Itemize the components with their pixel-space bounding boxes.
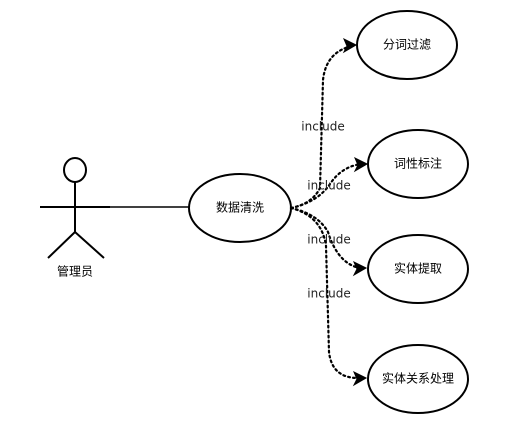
include-edge-2-line [289,162,364,210]
usecase-word-filtering-label: 分词过滤 [383,38,431,52]
usecase-pos-tagging-ellipse [367,129,469,199]
include-edge-2: include [289,156,369,210]
usecase-entity-extraction-label: 实体提取 [394,261,442,276]
include-edge-4-label: include [307,287,350,301]
include-edge-3-arrowhead [352,260,368,277]
usecase-data-cleaning: 数据清洗 [188,173,292,243]
actor-left-leg [47,231,76,259]
include-edge-4-arrowhead [352,370,368,387]
usecase-pos-tagging-label: 词性标注 [394,156,442,171]
actor-head [63,157,87,183]
usecase-entity-extraction-ellipse [367,234,469,304]
include-edge-4-line [289,206,360,380]
usecase-entity-relation: 实体关系处理 [367,344,469,414]
usecase-entity-relation-ellipse [367,344,469,414]
actor-label: 管理员 [57,264,93,279]
include-edge-1-arrowhead [342,37,358,54]
include-edge-2-arrowhead [353,156,369,173]
actor-right-leg [74,231,105,259]
include-edge-3-label: include [307,233,350,247]
usecase-data-cleaning-label: 数据清洗 [216,200,264,215]
usecase-entity-relation-label: 实体关系处理 [382,371,454,386]
usecase-entity-extraction: 实体提取 [367,234,469,304]
include-edge-4: include [289,206,368,387]
usecase-word-filtering-ellipse [356,10,458,80]
include-edge-3: include [289,206,368,277]
usecase-pos-tagging: 词性标注 [367,129,469,199]
include-edge-2-label: include [307,179,350,193]
actor-admin: 管理员 [40,157,110,279]
include-edge-1-label: include [301,120,344,134]
usecase-word-filtering: 分词过滤 [356,10,458,80]
